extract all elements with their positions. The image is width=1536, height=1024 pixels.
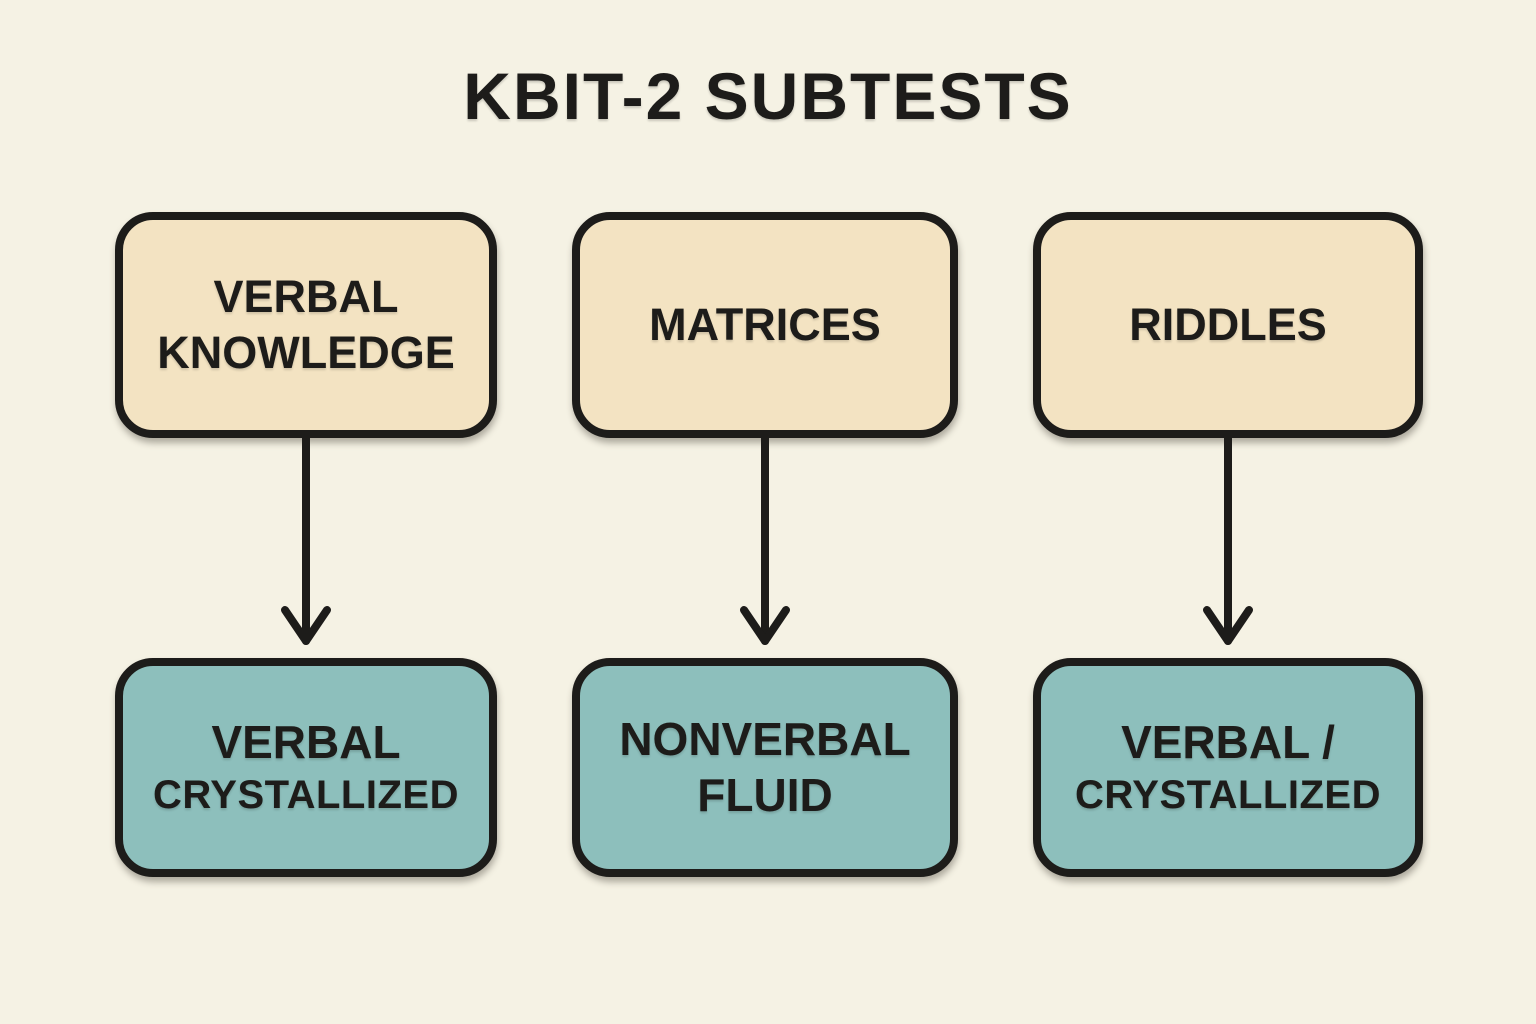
diagram-title: KBIT-2 SUBTESTS [463,59,1073,133]
down-arrow-icon [281,438,331,645]
down-arrow-icon [740,438,790,645]
subtest-box-verbal-knowledge: VERBAL KNOWLEDGE [115,212,497,438]
outcome-box-verbal-crystallized: VERBAL CRYSTALLIZED [115,658,497,877]
outcome-label-line1: VERBAL [211,715,401,768]
outcome-label-line2: CRYSTALLIZED [1075,773,1381,818]
outcome-label-line2: FLUID [697,768,833,821]
subtest-box-matrices: MATRICES [572,212,958,438]
outcome-label-line1: NONVERBAL [619,713,911,766]
subtest-label: VERBAL KNOWLEDGE [157,270,455,378]
subtest-label: MATRICES [649,298,881,350]
subtest-box-riddles: RIDDLES [1033,212,1423,438]
outcome-label-line1: VERBAL / [1121,715,1335,768]
outcome-box-verbal-crystallized-riddles: VERBAL / CRYSTALLIZED [1033,658,1423,877]
outcome-label-line2: CRYSTALLIZED [153,773,459,818]
outcome-box-nonverbal-fluid: NONVERBAL FLUID [572,658,958,877]
subtest-label: RIDDLES [1129,298,1327,350]
down-arrow-icon [1203,438,1253,645]
